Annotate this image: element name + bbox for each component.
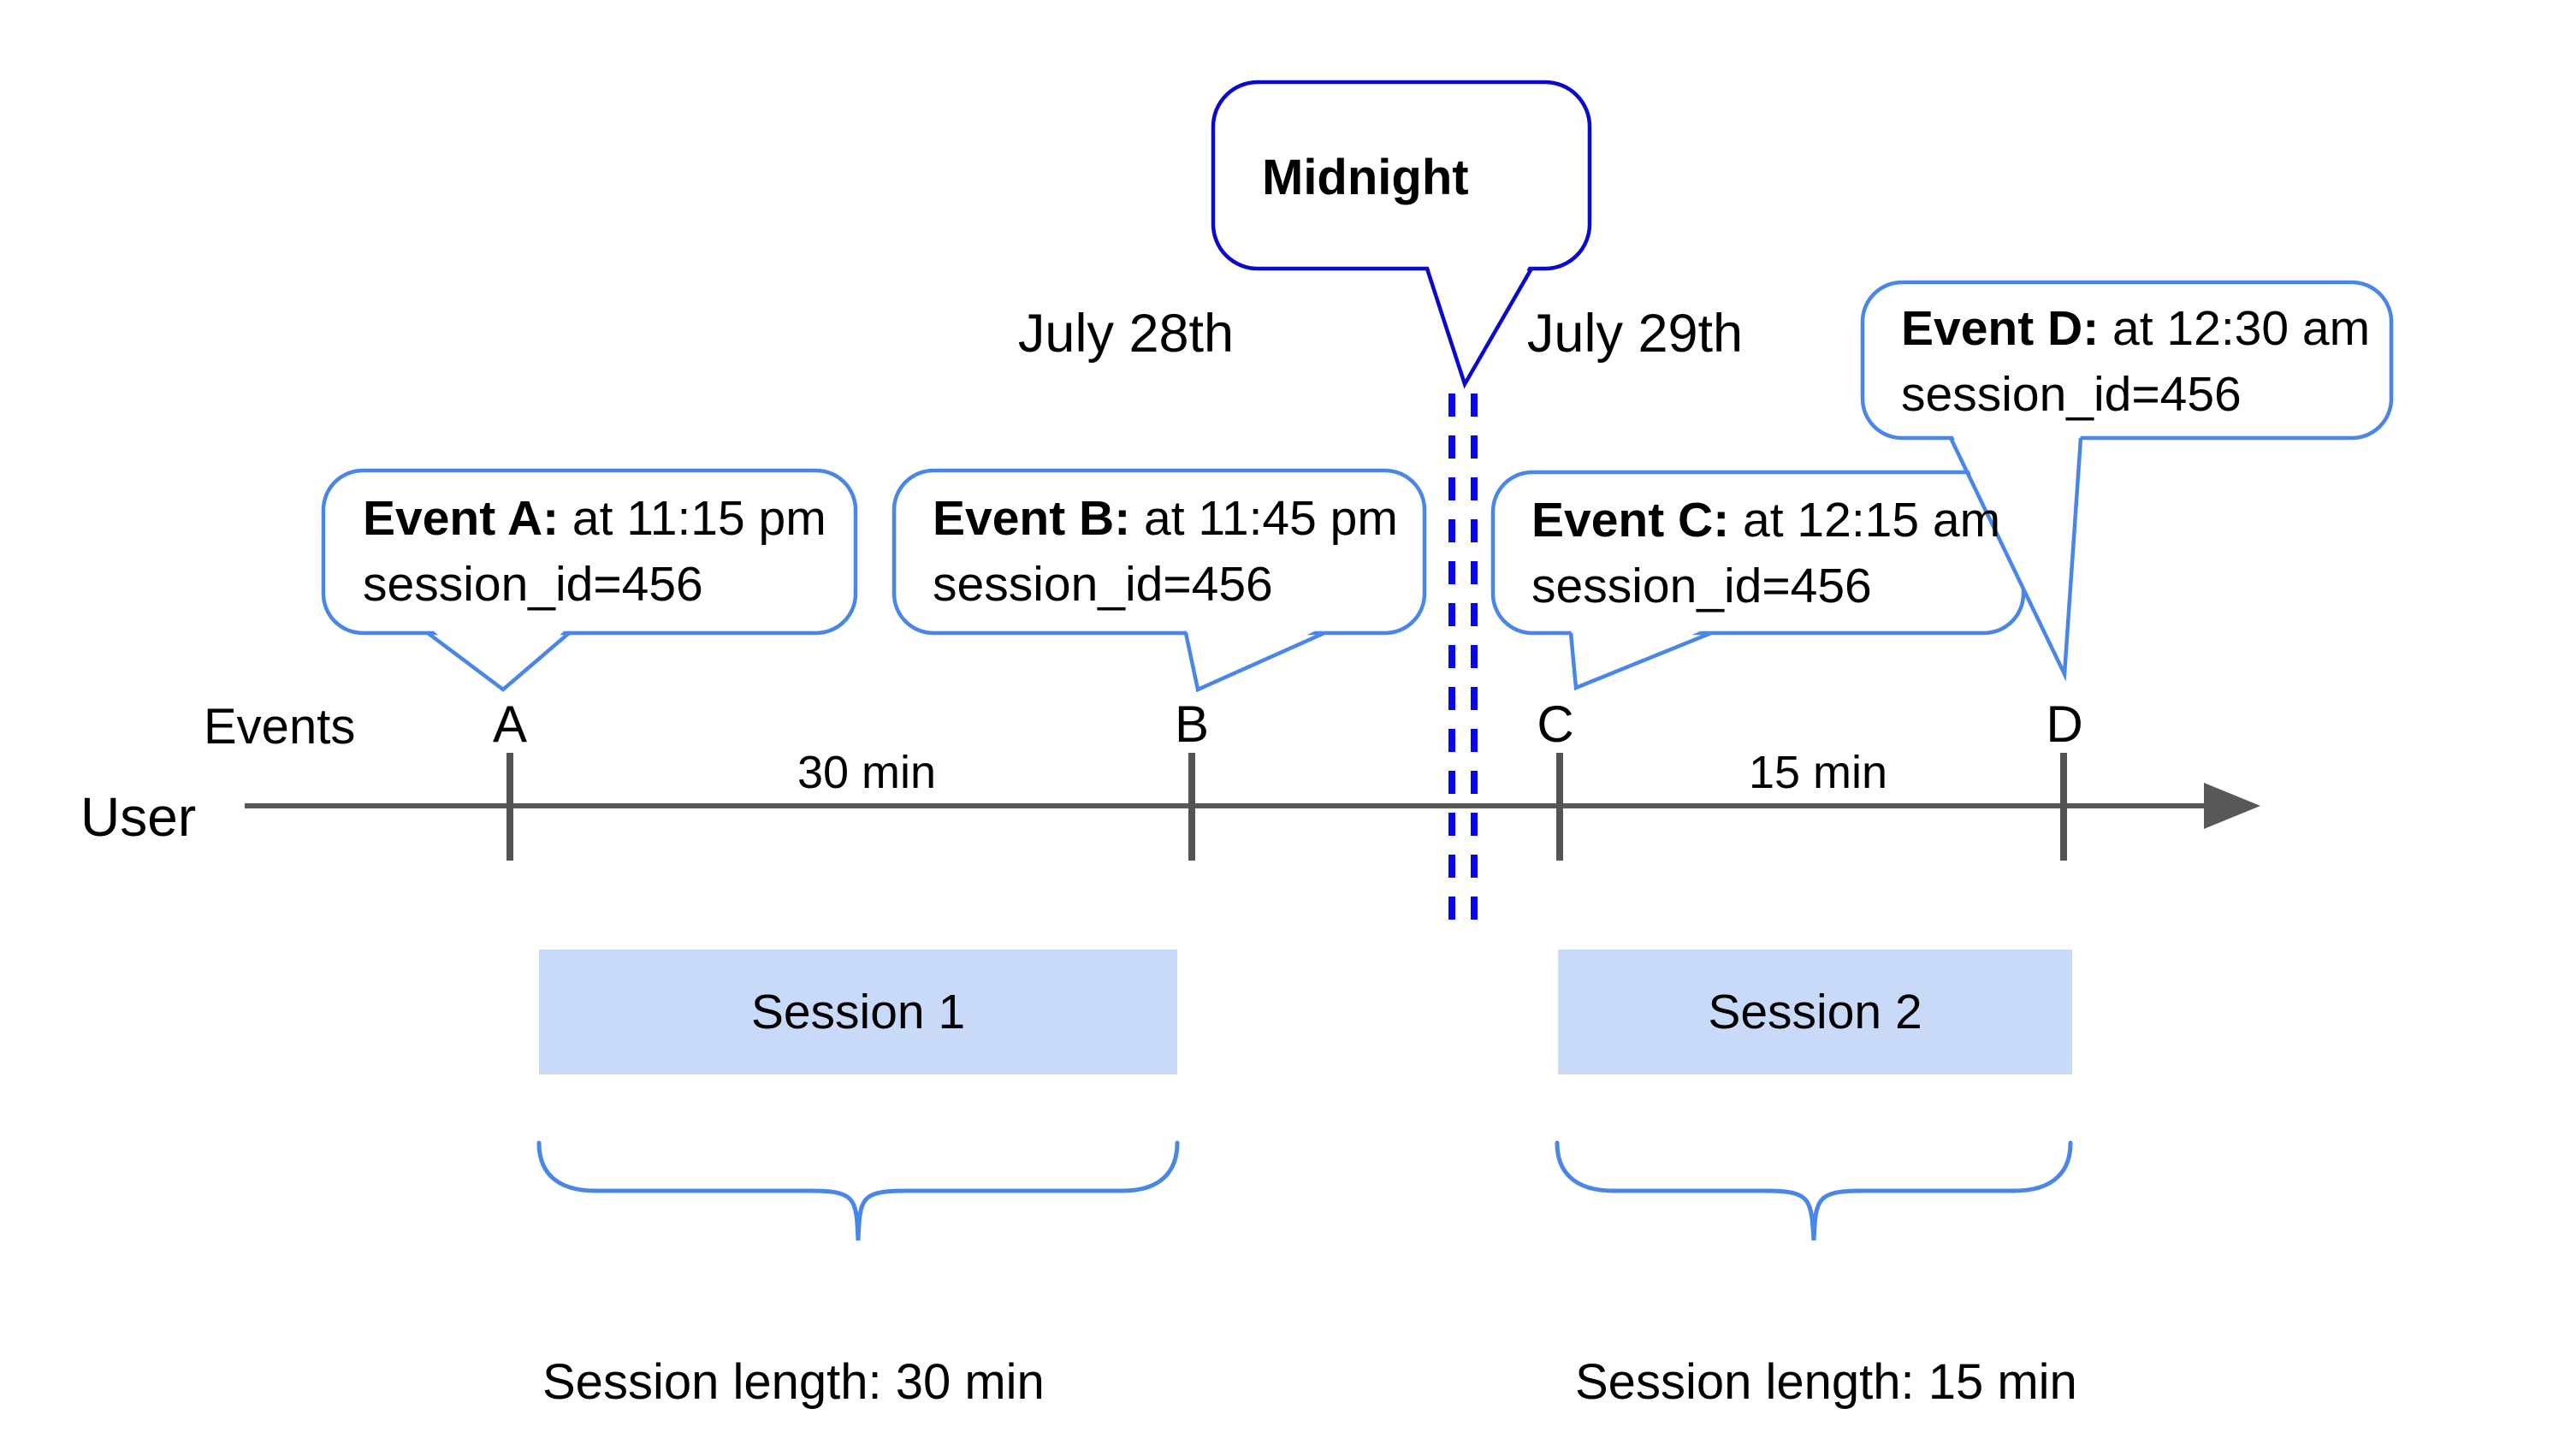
midnight-callout-bubble xyxy=(1211,80,1592,389)
session-1-label: Session 1 xyxy=(750,985,966,1039)
events-axis-label: Events xyxy=(204,699,356,755)
event-b-callout-title: Event B: xyxy=(933,491,1131,546)
event-d-callout-line1: Event D: at 12:30 am xyxy=(1901,296,2370,362)
event-a-callout-bubble xyxy=(321,468,858,692)
event-c-callout-time: at 12:15 am xyxy=(1729,493,2001,547)
interval-30min-label: 30 min xyxy=(797,747,937,798)
event-c-letter: C xyxy=(1537,695,1574,753)
axis-arrowhead-icon xyxy=(2204,783,2260,829)
event-c-callout-text: Event C: at 12:15 am session_id=456 xyxy=(1531,488,2000,619)
event-a-callout-line1: Event A: at 11:15 pm xyxy=(363,486,826,552)
event-d-callout-session: session_id=456 xyxy=(1901,367,2242,422)
interval-15min-label: 15 min xyxy=(1748,747,1888,798)
session-1-length-label: Session length: 30 min xyxy=(542,1354,1045,1410)
event-d-letter: D xyxy=(2046,695,2083,753)
event-a-callout-text: Event A: at 11:15 pm session_id=456 xyxy=(363,486,826,618)
event-a-callout-tail xyxy=(426,631,571,692)
date-july-28-label: July 28th xyxy=(1017,304,1235,364)
session-2-box: Session 2 xyxy=(1558,950,2072,1074)
event-a-callout-time: at 11:15 pm xyxy=(559,491,826,546)
session-1-brace xyxy=(536,1140,1180,1241)
event-b-callout-tail xyxy=(1183,630,1325,693)
event-b-callout-text: Event B: at 11:45 pm session_id=456 xyxy=(933,486,1398,618)
event-b-callout-bubble xyxy=(891,468,1427,693)
user-axis-label: User xyxy=(80,786,197,848)
event-d-callout-tail xyxy=(1948,437,2083,682)
event-d-callout-title: Event D: xyxy=(1901,301,2100,356)
event-d-callout-time: at 12:30 am xyxy=(2099,301,2371,356)
event-a-letter: A xyxy=(492,695,528,753)
midnight-callout-tail xyxy=(1425,267,1533,389)
event-c-callout-line1: Event C: at 12:15 am xyxy=(1531,488,2000,553)
session-2-length-label: Session length: 15 min xyxy=(1575,1354,2077,1410)
session-2-label: Session 2 xyxy=(1708,985,1922,1039)
event-b-callout-session: session_id=456 xyxy=(933,557,1273,612)
session-2-brace xyxy=(1555,1140,2073,1241)
event-b-callout-time: at 11:45 pm xyxy=(1130,491,1398,546)
event-b-letter: B xyxy=(1174,695,1210,753)
event-c-callout-session: session_id=456 xyxy=(1531,559,1872,613)
event-a-callout-session: session_id=456 xyxy=(363,557,703,612)
event-b-callout-line1: Event B: at 11:45 pm xyxy=(933,486,1398,552)
date-july-29-label: July 29th xyxy=(1526,304,1744,364)
session-1-box: Session 1 xyxy=(539,950,1177,1074)
event-c-callout-title: Event C: xyxy=(1531,493,1730,547)
event-d-callout-bubble xyxy=(1860,280,2394,682)
event-a-callout-title: Event A: xyxy=(363,491,560,546)
midnight-label: Midnight xyxy=(1262,150,1469,205)
event-c-callout-tail xyxy=(1568,630,1712,691)
event-d-callout-text: Event D: at 12:30 am session_id=456 xyxy=(1901,296,2370,428)
event-c-callout-bubble xyxy=(1490,470,2026,691)
